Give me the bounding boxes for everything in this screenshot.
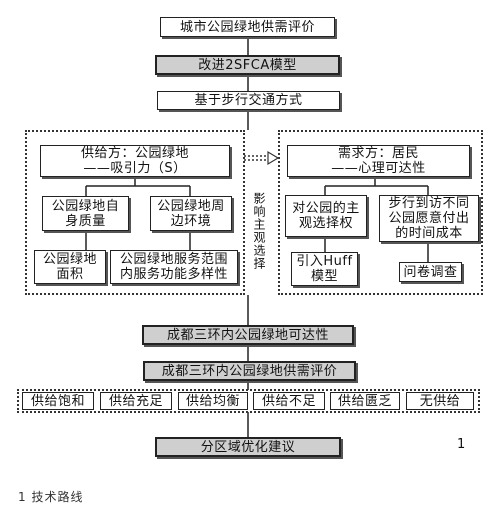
category-balanced-text: 供给均衡: [185, 393, 240, 409]
suggestion-box: 分区域优化建议: [155, 437, 341, 457]
category-none-text: 无供给: [419, 393, 461, 409]
category-scarce: 供给匮乏: [330, 392, 400, 410]
demand-head-box: 需求方：居民 ——心理可达性: [287, 145, 470, 177]
supply-service-text: 公园绿地服务范围内服务功能多样性: [119, 252, 228, 282]
title-text: 城市公园绿地供需评价: [179, 19, 315, 35]
improved-2sfca-text: 改进2SFCA模型: [198, 57, 297, 73]
figure-caption: 1 技术路线: [18, 490, 84, 504]
supply-head-line2: ——吸引力（S）: [83, 161, 187, 176]
demand-choice-box: 对公园的主观选择权: [285, 195, 367, 237]
suggestion-text: 分区域优化建议: [200, 439, 296, 455]
supply-head-box: 供给方：公园绿地 ——吸引力（S）: [40, 145, 230, 177]
supply-service-box: 公园绿地服务范围内服务功能多样性: [110, 250, 238, 284]
evaluation-text: 成都三环内公园绿地供需评价: [161, 363, 338, 379]
demand-huff-box: 引入Huff模型: [291, 252, 358, 286]
category-region: [17, 389, 480, 413]
accessibility-text: 成都三环内公园绿地可达性: [166, 327, 329, 343]
demand-head-line1: 需求方：居民: [337, 146, 419, 161]
demand-region: [278, 130, 483, 295]
demand-survey-box: 问卷调查: [399, 262, 462, 282]
demand-choice-text: 对公园的主观选择权: [292, 201, 360, 231]
category-saturated-text: 供给饱和: [30, 393, 85, 409]
supply-head-line1: 供给方：公园绿地: [80, 146, 189, 161]
demand-survey-text: 问卷调查: [403, 264, 458, 280]
supply-quality-text: 公园绿地自身质量: [51, 198, 120, 229]
supply-environment-text: 公园绿地周边环境: [157, 198, 225, 229]
demand-head-line2: ——心理可达性: [331, 161, 426, 176]
demand-huff-text: 引入Huff模型: [296, 254, 353, 284]
influence-label: 影响主观选择: [252, 192, 266, 270]
supply-environment-box: 公园绿地周边环境: [150, 196, 232, 231]
category-sufficient: 供给充足: [100, 392, 172, 410]
demand-time-cost-text: 步行到访不同公园愿意付出的时间成本: [388, 196, 470, 241]
walking-mode-box: 基于步行交通方式: [157, 91, 340, 110]
category-scarce-text: 供给匮乏: [337, 393, 392, 409]
title-box: 城市公园绿地供需评价: [160, 17, 335, 37]
category-insufficient-text: 供给不足: [261, 393, 316, 409]
supply-area-box: 公园绿地面积: [34, 250, 106, 284]
category-sufficient-text: 供给充足: [108, 393, 163, 409]
supply-region: [25, 130, 245, 295]
supply-area-text: 公园绿地面积: [42, 252, 97, 282]
category-saturated: 供给饱和: [22, 392, 94, 410]
improved-2sfca-box: 改进2SFCA模型: [155, 55, 340, 75]
evaluation-box: 成都三环内公园绿地供需评价: [143, 361, 356, 381]
walking-mode-text: 基于步行交通方式: [194, 93, 303, 108]
category-none: 无供给: [406, 392, 474, 410]
category-balanced: 供给均衡: [178, 392, 248, 410]
category-insufficient: 供给不足: [253, 392, 325, 410]
accessibility-box: 成都三环内公园绿地可达性: [142, 325, 354, 345]
page-number: 1: [457, 437, 466, 452]
supply-quality-box: 公园绿地自身质量: [42, 196, 129, 231]
demand-time-cost-box: 步行到访不同公园愿意付出的时间成本: [379, 195, 479, 242]
